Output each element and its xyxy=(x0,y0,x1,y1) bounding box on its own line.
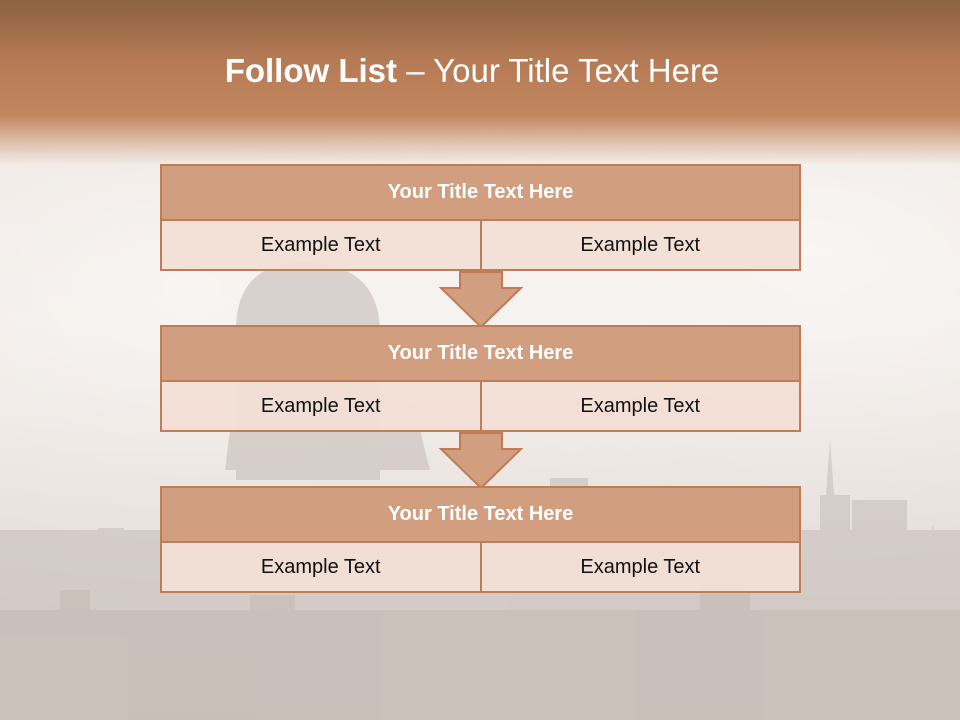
step-cell-left: Example Text xyxy=(160,221,482,271)
step-cell-left: Example Text xyxy=(160,382,482,432)
slide-title-bold: Follow List xyxy=(224,52,398,89)
step-cell-right: Example Text xyxy=(481,382,801,432)
down-arrow-icon xyxy=(438,432,524,490)
step-box-1: Your Title Text Here Example Text Exampl… xyxy=(160,164,801,271)
step-title: Your Title Text Here xyxy=(160,325,801,382)
step-cell-left: Example Text xyxy=(160,543,482,593)
step-cell-right: Example Text xyxy=(481,543,801,593)
step-cell-right: Example Text xyxy=(481,221,801,271)
step-box-2: Your Title Text Here Example Text Exampl… xyxy=(160,325,801,432)
step-row: Example Text Example Text xyxy=(160,382,801,432)
slide-title: Follow List – Your Title Text Here xyxy=(0,52,952,90)
step-title: Your Title Text Here xyxy=(160,164,801,221)
slide-title-rest: – Your Title Text Here xyxy=(397,52,720,89)
step-title: Your Title Text Here xyxy=(160,486,801,543)
step-row: Example Text Example Text xyxy=(160,543,801,593)
header-band xyxy=(0,0,960,165)
step-box-3: Your Title Text Here Example Text Exampl… xyxy=(160,486,801,593)
step-row: Example Text Example Text xyxy=(160,221,801,271)
down-arrow-icon xyxy=(438,271,524,329)
